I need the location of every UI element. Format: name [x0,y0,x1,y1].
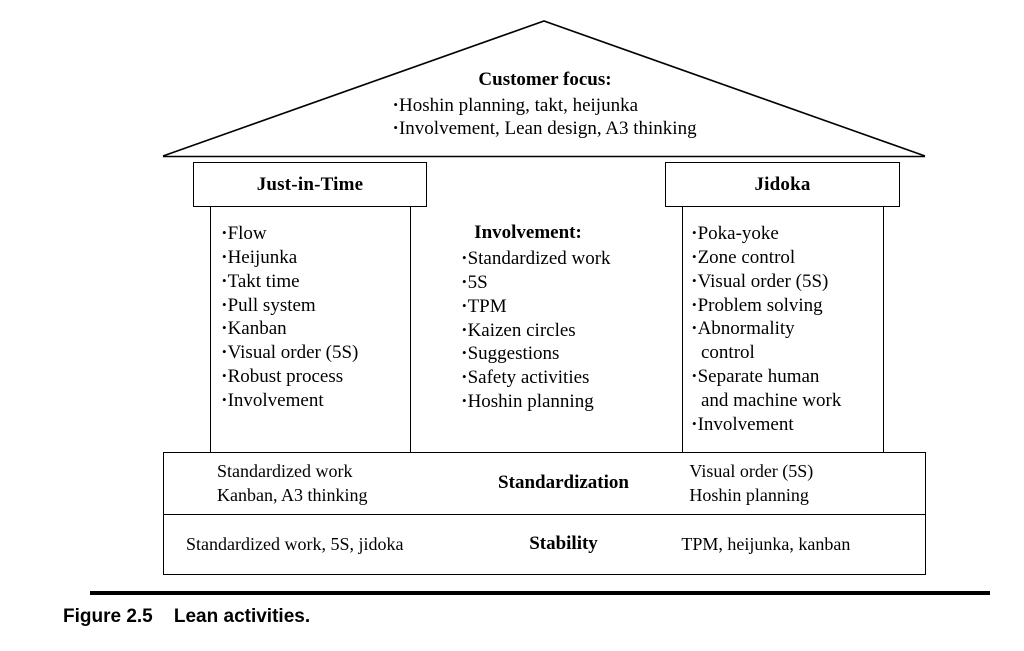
list-item: Separate human [692,365,892,389]
standardization-left-text: Standardized work Kanban, A3 thinking [164,460,484,506]
caption-divider-rule [90,591,990,595]
column-just-in-time: Flow Heijunka Takt time Pull system Kanb… [222,222,412,413]
pillar-header-just-in-time: Just-in-Time [193,162,427,207]
roof-content: Customer focus: Hoshin planning, takt, h… [250,68,840,140]
text-line: Kanban, A3 thinking [217,484,368,505]
list-item: Problem solving [692,294,892,318]
stability-right-text: TPM, heijunka, kanban [643,533,925,556]
list-item: 5S [462,271,680,295]
standardization-right-text: Visual order (5S) Hoshin planning [643,460,925,506]
list-item: Robust process [222,365,412,389]
just-in-time-list: Flow Heijunka Takt time Pull system Kanb… [222,222,412,413]
standardization-label: Standardization [498,472,629,494]
involvement-title: Involvement: [474,222,582,243]
roof-list-item: Hoshin planning, takt, heijunka [393,94,696,117]
list-item-continuation: and machine work [701,389,842,411]
list-item: Abnormality [692,317,892,341]
column-involvement: Involvement: Standardized work 5S TPM Ka… [440,222,680,414]
list-item: TPM [462,295,680,319]
stability-left-text: Standardized work, 5S, jidoka [164,533,484,556]
jidoka-list: Poka-yoke Zone control Visual order (5S)… [692,222,892,437]
text-line: Standardized work [217,461,353,482]
list-item-continuation: control [701,342,755,364]
list-item: Involvement [222,389,412,413]
pillar-rule-right-inner [682,207,683,453]
pillar-header-jidoka: Jidoka [665,162,900,207]
text-line: Standardized work, 5S, jidoka [186,533,404,554]
list-item: Hoshin planning [462,390,680,414]
list-item: Takt time [222,270,412,294]
pillar-rule-left-outer [210,207,211,453]
caption-title: Lean activities. [173,606,311,627]
list-item: Poka-yoke [692,222,892,246]
roof-shape [162,20,926,158]
list-item: Suggestions [462,342,680,366]
caption-gap [153,606,174,627]
figure-caption: Figure 2.5 Lean activities. [63,606,310,628]
foundation-band-stability: Standardized work, 5S, jidoka Stability … [163,514,926,575]
involvement-list: Standardized work 5S TPM Kaizen circles … [440,247,680,414]
roof-title: Customer focus: [478,69,612,90]
list-item: Kaizen circles [462,319,680,343]
text-line: Hoshin planning [689,484,809,505]
list-item: Involvement [692,413,892,437]
list-item: Zone control [692,246,892,270]
caption-label: Figure 2.5 [63,606,153,627]
list-item: Standardized work [462,247,680,271]
list-item: Flow [222,222,412,246]
list-item: Kanban [222,317,412,341]
list-item: Safety activities [462,366,680,390]
roof-list: Hoshin planning, takt, heijunka Involvem… [393,94,697,140]
text-line: Visual order (5S) [689,461,814,482]
roof-gable-lines [162,20,926,157]
foundation-band-standardization: Standardized work Kanban, A3 thinking St… [163,452,926,515]
stability-label: Stability [529,533,598,555]
roof-list-item: Involvement, Lean design, A3 thinking [393,117,697,140]
list-item: Visual order (5S) [222,341,412,365]
list-item: Heijunka [222,246,412,270]
list-item: Visual order (5S) [692,270,892,294]
column-jidoka: Poka-yoke Zone control Visual order (5S)… [692,222,892,437]
text-line: TPM, heijunka, kanban [681,533,851,554]
list-item: Pull system [222,294,412,318]
